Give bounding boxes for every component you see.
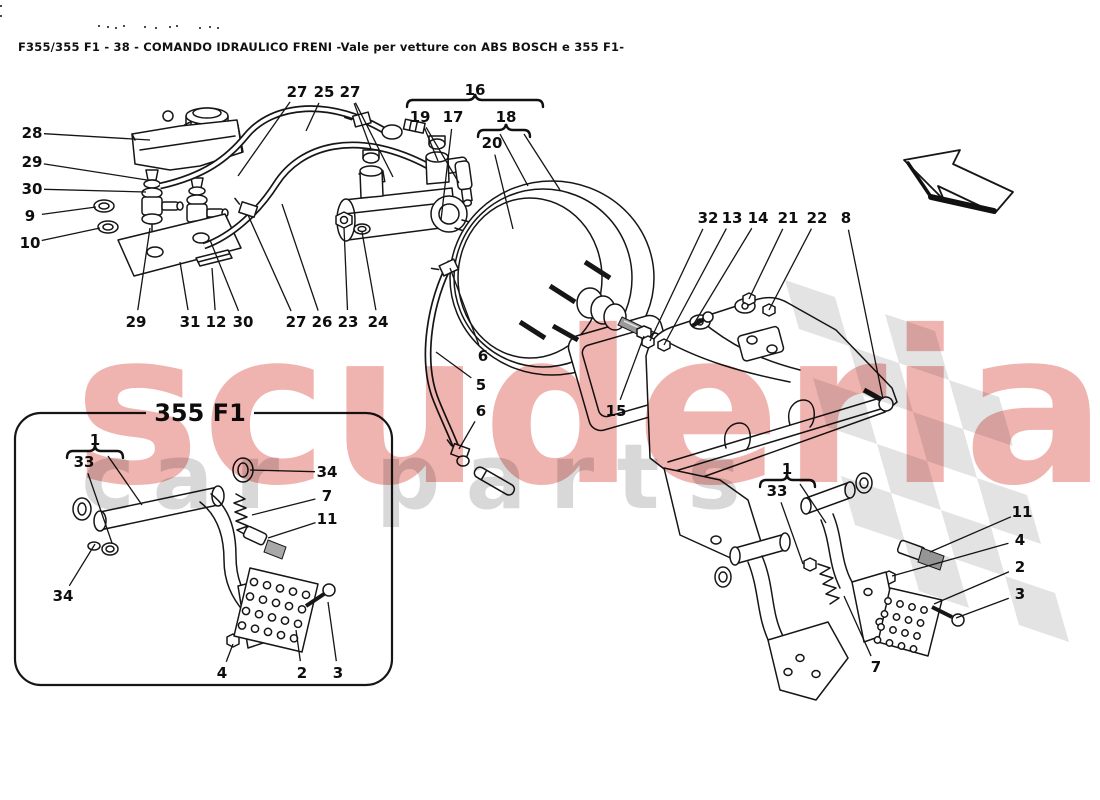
leader-lines bbox=[41, 101, 1012, 663]
scan-speck bbox=[169, 26, 171, 28]
page-title: F355/355 F1 - 38 - COMANDO IDRAULICO FRE… bbox=[18, 40, 625, 54]
scan-speck bbox=[115, 27, 117, 29]
scan-speck bbox=[155, 27, 157, 29]
inset-box-355f1: 355 F1 bbox=[13, 399, 394, 687]
scan-speck bbox=[0, 5, 2, 7]
inset-box-label: 355 F1 bbox=[154, 399, 246, 427]
checkered-flag-watermark bbox=[785, 280, 1069, 642]
vacuum-hose bbox=[424, 258, 516, 496]
scan-speck bbox=[123, 25, 125, 27]
pedal-pad-holes bbox=[237, 577, 928, 653]
scan-speck bbox=[199, 27, 201, 29]
scan-speck bbox=[0, 15, 2, 17]
scan-speck bbox=[98, 25, 100, 27]
brake-master-cylinder bbox=[335, 135, 525, 248]
scan-speck bbox=[144, 26, 146, 28]
brake-fluid-reservoir bbox=[93, 107, 244, 277]
pedal-support-bracket bbox=[641, 292, 898, 561]
scan-speck bbox=[176, 25, 178, 27]
scan-speck bbox=[209, 26, 211, 28]
scan-speck bbox=[107, 26, 109, 28]
scan-speck bbox=[217, 27, 219, 29]
callout-braces bbox=[65, 93, 827, 524]
direction-arrow bbox=[903, 149, 1014, 214]
